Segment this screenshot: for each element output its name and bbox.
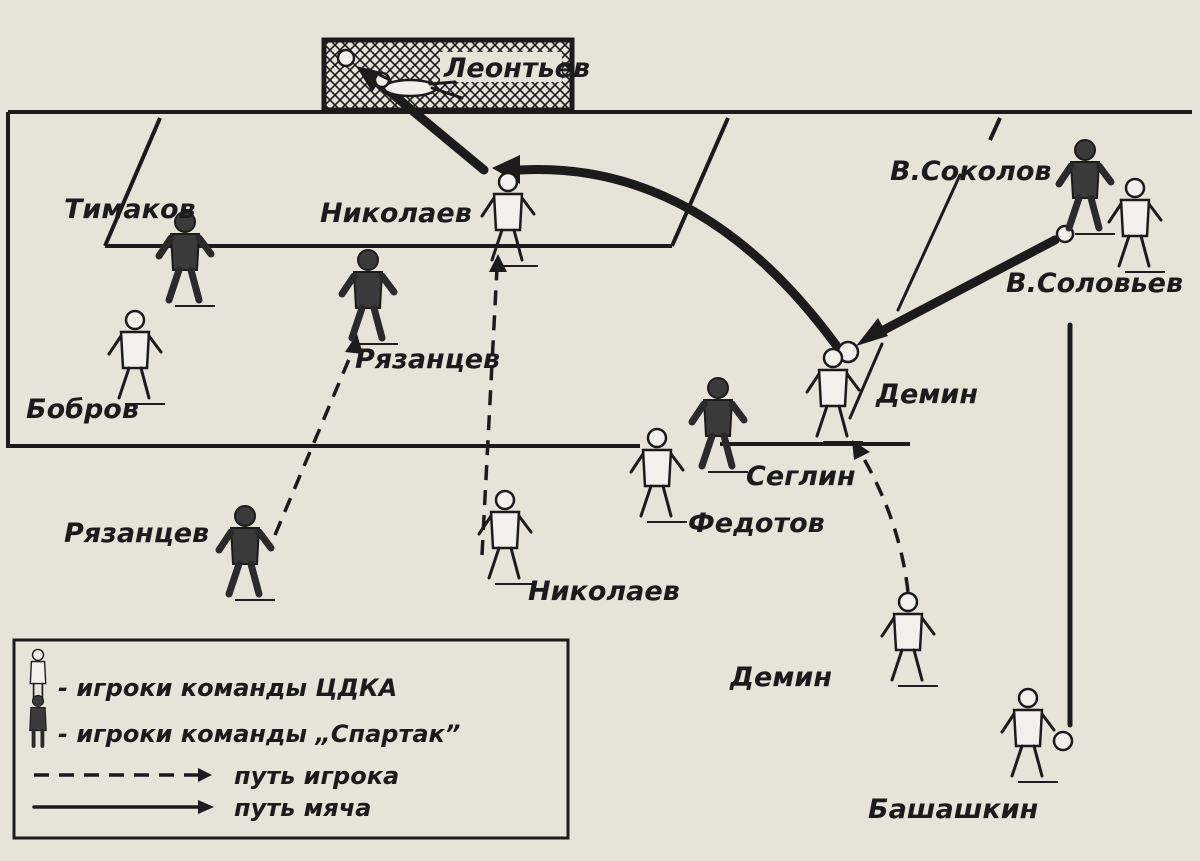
legend-spartak-icon — [29, 694, 47, 748]
penalty-area-left-edge — [103, 117, 162, 247]
player-paths — [273, 254, 910, 593]
goal-label-backing — [440, 52, 562, 82]
player-demin-top-figure — [805, 347, 863, 443]
player-figures — [107, 139, 1165, 783]
legend-ball-path-arrow — [198, 800, 214, 814]
label-demin-low: Демин — [729, 662, 832, 693]
legend-ball-path-text: путь мяча — [234, 794, 371, 822]
penalty-area-right-stub — [988, 117, 1002, 141]
player-leontiev-figure — [368, 68, 464, 100]
run-path-nikolaev — [480, 267, 499, 556]
legend-cdka-icon — [29, 648, 47, 701]
player-demin-low-figure — [880, 591, 938, 687]
player-nikolaev-top-figure — [480, 171, 538, 267]
ball-bashashkin — [1052, 730, 1074, 752]
player-bashashkin-figure — [1000, 687, 1058, 783]
run-path-demin — [858, 451, 910, 593]
player-timakov-figure — [155, 211, 215, 307]
leader-line-sokolov — [896, 173, 962, 312]
legend-player-path-text: путь игрока — [234, 762, 399, 790]
label-leontiev: Леонтьев — [443, 53, 590, 84]
arrowhead-to-demin — [856, 318, 888, 346]
run-arrowhead-nikolaev — [489, 254, 507, 272]
label-ryazantsev-low: Рязанцев — [64, 518, 209, 549]
field-lines — [6, 110, 1192, 840]
leader-line-demin — [848, 342, 884, 420]
label-ryazantsev-mid: Рязанцев — [355, 344, 500, 375]
label-nikolaev-low: Николаев — [528, 576, 680, 607]
label-nikolaev-top: Николаев — [320, 198, 472, 229]
ball-path-shot — [373, 77, 489, 175]
player-ryazantsev-low-figure — [215, 505, 275, 601]
arrowhead-shot — [356, 66, 386, 92]
player-ryazantsev-mid-figure — [338, 249, 398, 345]
label-demin-top: Демин — [875, 379, 978, 410]
run-path-ryazantsev — [273, 344, 357, 536]
legend-player-path-arrow — [198, 768, 212, 782]
label-v-sokolov: В.Соколов — [890, 156, 1052, 187]
player-v-soloviev-figure — [1107, 177, 1165, 273]
run-arrowhead-demin — [852, 440, 870, 460]
player-labels: Леонтьев Тимаков Николаев В.Соколов В.Со… — [26, 53, 1183, 825]
label-bobrov: Бобров — [26, 394, 139, 425]
balls — [336, 48, 1075, 752]
ball-path-soloviev-to-demin — [875, 235, 1060, 337]
player-seglin-figure — [688, 377, 748, 473]
ball-paths — [356, 66, 1073, 728]
label-v-soloviev: В.Соловьев — [1006, 268, 1183, 299]
player-fedotov-figure — [629, 427, 687, 523]
legend-symbols — [29, 648, 214, 814]
ball-path-demin-to-nikolaev — [515, 164, 841, 350]
legend: - игроки команды ЦДКА - игроки команды „… — [58, 674, 460, 822]
label-timakov: Тимаков — [64, 194, 196, 225]
legend-frame — [12, 638, 570, 840]
run-arrowhead-ryazantsev — [345, 334, 363, 354]
label-bashashkin: Башашкин — [868, 794, 1038, 825]
player-bobrov-figure — [107, 309, 165, 405]
label-fedotov: Федотов — [688, 508, 825, 539]
ball-goal — [336, 48, 356, 68]
legend-cdka-text: - игроки команды ЦДКА — [58, 674, 397, 702]
player-nikolaev-low-figure — [477, 489, 535, 585]
penalty-area-right-edge — [670, 117, 730, 247]
player-v-sokolov-figure — [1055, 139, 1115, 235]
label-seglin: Сеглин — [746, 461, 856, 492]
legend-spartak-text: - игроки команды „Спартак” — [58, 720, 460, 748]
